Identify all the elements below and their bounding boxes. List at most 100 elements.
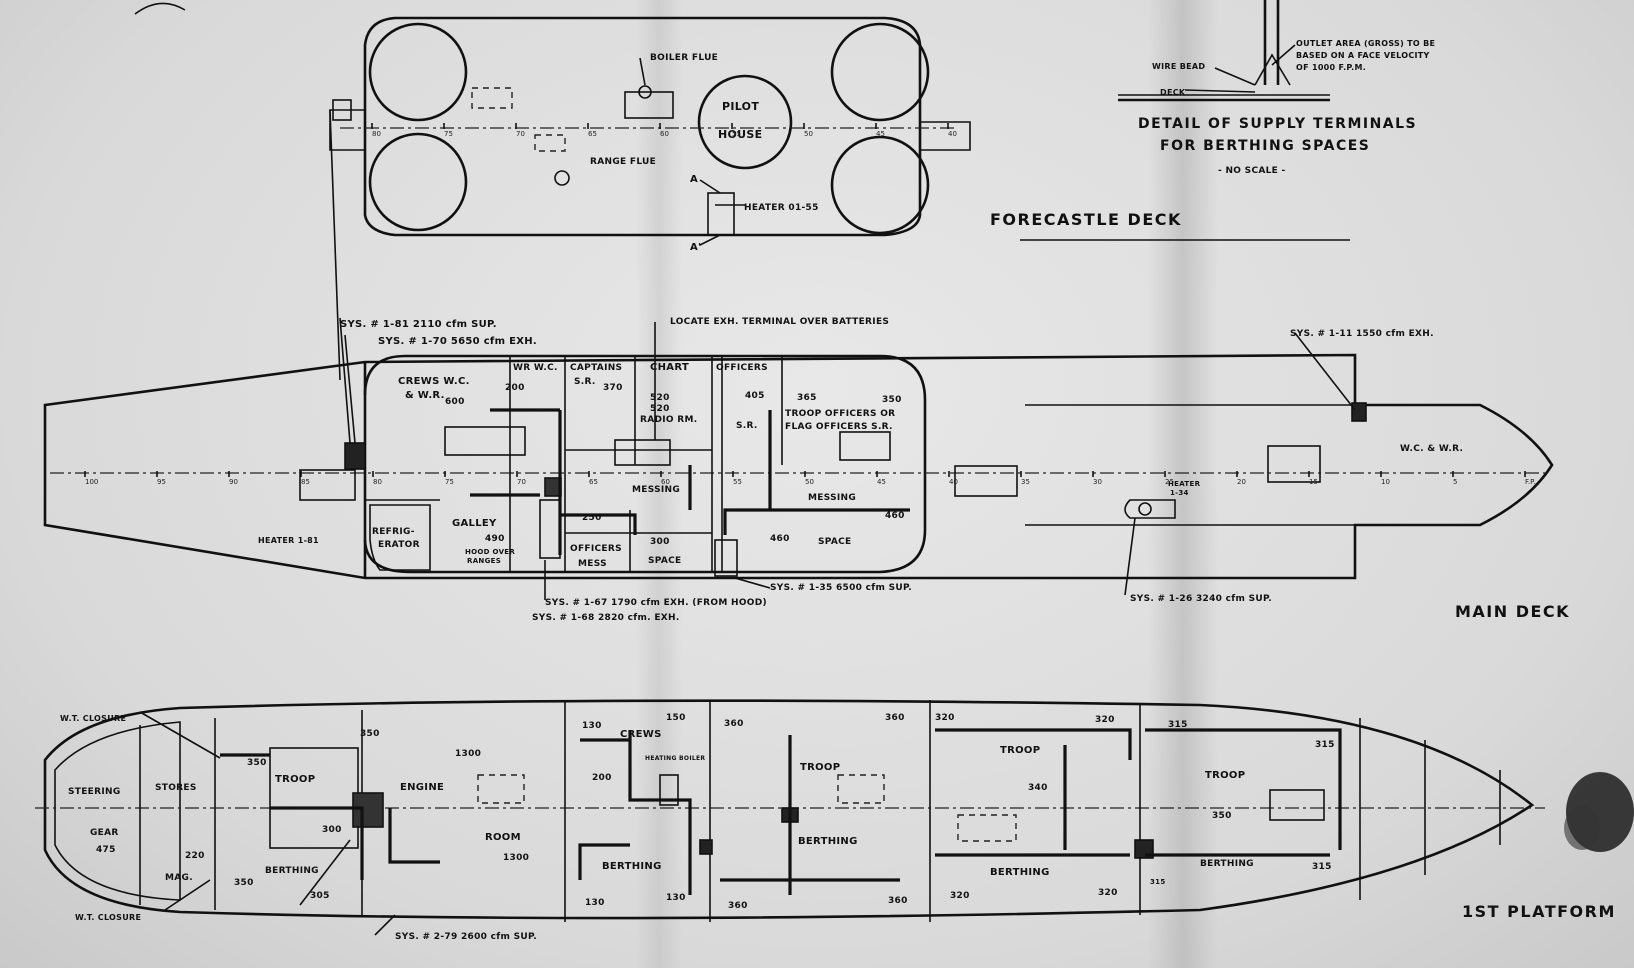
troop-berthing-box: [269, 747, 359, 849]
radio-room-label: RADIO RM.: [640, 415, 698, 425]
frame-number: 55: [733, 478, 742, 486]
space-label: SPACE: [648, 556, 681, 566]
space-label: SPACE: [818, 537, 851, 547]
platform-hull-outline: [43, 699, 1535, 920]
stores-label: STORES: [155, 783, 197, 793]
first-platform-title: 1ST PLATFORM: [1462, 902, 1616, 921]
sys-1-35-fan: [714, 539, 738, 577]
cfm-value: 350: [247, 758, 267, 768]
equipment-box: [444, 426, 526, 456]
leader-line: [1184, 89, 1256, 93]
outlet-area-text: BASED ON A FACE VELOCITY: [1296, 51, 1430, 60]
frame-number: 75: [445, 478, 454, 486]
leader-line: [139, 711, 221, 759]
ink-smudge: [1564, 806, 1600, 850]
cfm-value: 130: [666, 893, 686, 903]
flag-officers-label: FLAG OFFICERS S.R.: [785, 422, 893, 432]
forecastle-deck-title: FORECASTLE DECK: [990, 210, 1182, 229]
cfm-value: 1300: [455, 749, 481, 759]
pilot-label: PILOT: [722, 100, 759, 113]
supply-duct: [270, 806, 364, 880]
room-label: ROOM: [485, 832, 521, 843]
leader-line: [1124, 517, 1136, 596]
chart-label: CHART: [650, 362, 689, 373]
cfm-value: 340: [1028, 783, 1048, 793]
frame-number: 15: [1309, 478, 1318, 486]
cfm-value: 600: [445, 397, 465, 407]
steering-label: STEERING: [68, 787, 121, 797]
main-deck-title: MAIN DECK: [1455, 602, 1570, 621]
troop-label: TROOP: [800, 762, 840, 773]
frame-number: 10: [1381, 478, 1390, 486]
leader-line: [1214, 67, 1256, 86]
supply-duct: [1145, 728, 1342, 850]
equipment-box: [1269, 789, 1325, 821]
wr-wc-label: WR W.C.: [513, 363, 558, 373]
paper-fold-streak: [1148, 0, 1218, 968]
troop-label: TROOP: [1000, 745, 1040, 756]
locate-exhaust-label: LOCATE EXH. TERMINAL OVER BATTERIES: [670, 317, 889, 327]
frame-number: 80: [372, 130, 381, 138]
crews-wc-label: CREWS W.C.: [398, 376, 470, 387]
leader-line: [164, 879, 211, 911]
main-deck-hull-outline: [43, 353, 1554, 580]
hood-label: HOOD OVER: [465, 548, 515, 556]
officers-mess-label: MESS: [578, 559, 607, 569]
sys-1-81-label: SYS. # 1-81 2110 cfm SUP.: [340, 319, 497, 330]
frame-number: F.P.: [1525, 478, 1535, 486]
frame-number: 5: [1453, 478, 1457, 486]
sketch-mark: [134, 2, 186, 15]
frame-number: 100: [85, 478, 98, 486]
cfm-value: 405: [745, 391, 765, 401]
sys-1-35-label: SYS. # 1-35 6500 cfm SUP.: [770, 583, 912, 593]
wc-wr-label: W.C. & W.R.: [1400, 444, 1463, 454]
forecastle-deck-plan: BOILER FLUE PILOT HOUSE RANGE FLUE HEATE…: [329, 16, 1350, 253]
berthing-label: BERTHING: [990, 867, 1050, 878]
frame-number: 30: [1093, 478, 1102, 486]
heater-1-34-box: [1124, 499, 1176, 519]
frame-number: 40: [949, 478, 958, 486]
outlet-area-text: OF 1000 F.P.M.: [1296, 63, 1366, 72]
leader-line: [734, 577, 771, 589]
detail-outlet-shape: [1254, 53, 1291, 86]
cfm-value: 360: [885, 713, 905, 723]
heater-1-34-icon: [1138, 502, 1152, 516]
deck-label: DECK: [1160, 88, 1186, 97]
supply-duct: [935, 728, 1132, 760]
troop-label: TROOP: [275, 774, 315, 785]
sys-1-11-terminal: [1351, 402, 1367, 422]
leader-line: [329, 109, 341, 381]
radio-equipment-box: [614, 439, 671, 466]
steering-compartment: [54, 721, 181, 901]
heating-boiler-label: HEATING BOILER: [645, 755, 705, 762]
supply-terminal-detail: OUTLET AREA (GROSS) TO BE BASED ON A FAC…: [1118, 0, 1435, 176]
frame-number: 35: [1021, 478, 1030, 486]
cfm-value: 220: [185, 851, 205, 861]
stern-terminal-box: [332, 99, 352, 121]
heater-1-34-label: HEATER: [1168, 480, 1201, 488]
heater-1-34-label: 1-34: [1170, 489, 1189, 497]
engine-label: ENGINE: [400, 782, 444, 793]
liferaft-circle: [368, 22, 468, 122]
cfm-value: 305: [310, 891, 330, 901]
sys-1-11-label: SYS. # 1-11 1550 cfm EXH.: [1290, 329, 1434, 339]
supply-duct: [723, 508, 910, 535]
officers-mess-label: OFFICERS: [570, 544, 622, 554]
galley-label: GALLEY: [452, 518, 497, 529]
section-arrow-line: [699, 234, 721, 246]
supply-duct: [578, 843, 630, 880]
liferaft-circle: [830, 135, 930, 235]
cfm-value: 520: [650, 404, 670, 414]
frame-number: 45: [877, 478, 886, 486]
sys-1-81-terminal: [344, 442, 366, 470]
equipment-box: [1267, 445, 1321, 483]
heating-boiler-box: [659, 774, 679, 806]
cfm-value: 360: [724, 719, 744, 729]
frame-number: 90: [229, 478, 238, 486]
duct-dashed-box: [837, 774, 885, 804]
berthing-label: BERTHING: [1200, 859, 1254, 869]
leader-line: [374, 914, 396, 936]
berthing-label: BERTHING: [602, 861, 662, 872]
heater-1-81-label: HEATER 1-81: [258, 536, 319, 545]
